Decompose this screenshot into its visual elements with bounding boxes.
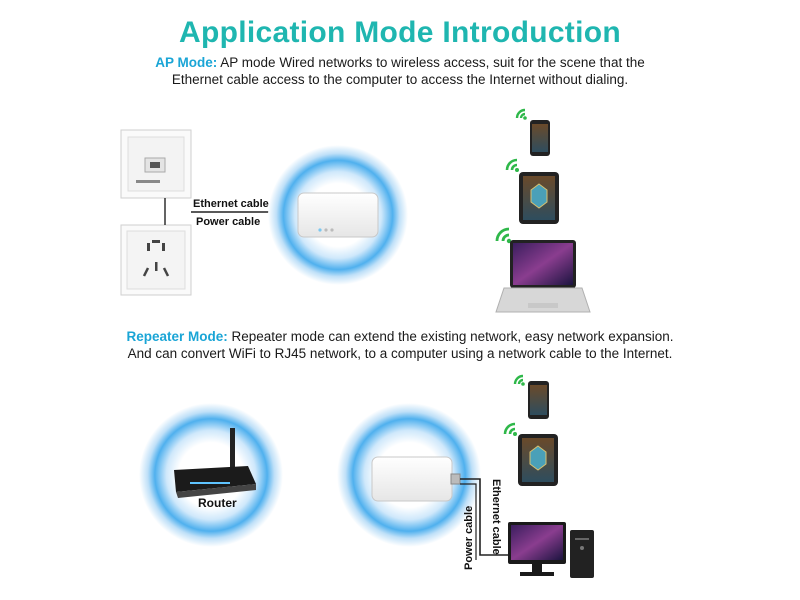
ap-ethernet-cable-label: Ethernet cable [193,198,269,210]
smartphone-icon [528,381,549,419]
repeater-mode-line2: And can convert WiFi to RJ45 network, to… [127,346,673,361]
wireless-repeater-device-icon [297,192,379,238]
wifi-icon [515,108,527,120]
wifi-icon [503,422,517,436]
ap-mode-line2: Ethernet cable access to the computer to… [171,72,629,87]
router-label: Router [198,496,237,510]
tablet-icon [519,172,559,224]
ap-mode-label: AP Mode: [155,55,218,70]
laptop-icon [495,240,591,313]
wifi-icon [513,374,525,386]
repeater-ethernet-cable-label: Ethernet cable [490,479,502,555]
ethernet-wall-jack-icon [120,129,192,199]
repeater-mode-line1: Repeater mode can extend the existing ne… [231,329,674,344]
ap-mode-line1: AP mode Wired networks to wireless acces… [220,55,645,70]
wireless-repeater-device-icon [371,456,453,502]
wall-socket-icon [120,224,192,296]
repeater-ethernet-cable [460,478,510,556]
page-title: Application Mode Introduction [179,16,621,49]
tablet-icon [518,434,558,486]
repeater-power-cable-label: Power cable [463,505,475,570]
smartphone-icon [530,120,550,156]
repeater-cable-plug [450,473,461,485]
router-icon [174,428,256,498]
repeater-power-cable [460,483,477,560]
wifi-icon [505,158,519,172]
repeater-mode-label: Repeater Mode: [126,329,228,344]
ap-power-cable-label: Power cable [196,216,261,228]
desktop-computer-icon [508,522,594,578]
ap-mode-description: AP Mode: AP mode Wired networks to wirel… [100,54,700,88]
wifi-icon [495,227,512,244]
repeater-mode-description: Repeater Mode: Repeater mode can extend … [60,328,740,362]
